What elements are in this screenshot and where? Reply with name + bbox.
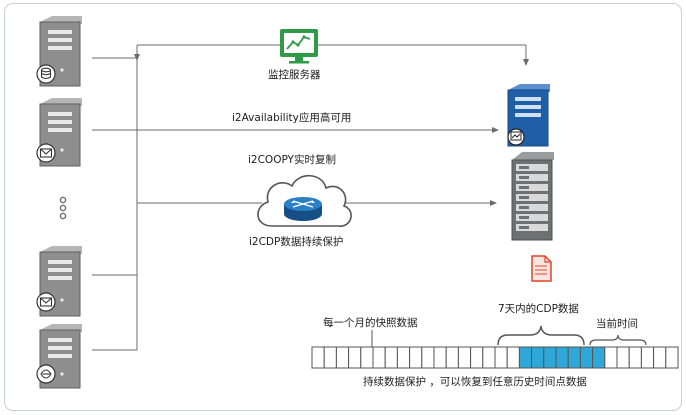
server-mail [36, 98, 82, 167]
current-time-bracket [589, 334, 647, 346]
timeline-cell [433, 346, 447, 369]
timeline-cell [311, 346, 325, 369]
timeline-cell-cdp [543, 346, 557, 369]
timeline-cell [665, 346, 679, 369]
timeline-cell [616, 346, 630, 369]
standby-server-blue [507, 84, 550, 147]
current-time-label: 当前时间 [596, 318, 638, 330]
timeline-cell-cdp [531, 346, 545, 369]
timeline-cell [653, 346, 667, 369]
timeline-cell [372, 346, 386, 369]
storage-rack [511, 152, 554, 241]
timeline-cell-cdp [592, 346, 606, 369]
timeline-cell [470, 346, 484, 369]
timeline-cell-cdp [555, 346, 569, 369]
timeline-cell-cdp [518, 346, 533, 369]
server-database [36, 16, 82, 87]
footer-caption: 持续数据保护 ，可以恢复到任意历史时间点数据 [363, 376, 587, 388]
timeline-cell-cdp [579, 346, 594, 369]
monthly-snapshot-label: 每一个月的快照数据 [323, 317, 418, 329]
timeline-cell [384, 346, 398, 369]
cdp-label: i2CDP数据持续保护 [249, 236, 344, 248]
server-web [36, 324, 82, 389]
timeline-cell [604, 346, 618, 369]
cdp-document-icon [531, 255, 552, 282]
timeline-cell [335, 346, 350, 369]
connector-lines [92, 44, 529, 351]
timeline-bar [311, 346, 679, 369]
timeline-cell [409, 346, 423, 369]
timeline-cell [445, 346, 459, 369]
availability-label: i2Availability应用高可用 [232, 112, 352, 124]
timeline-cell [482, 346, 496, 369]
seven-day-brace [497, 325, 585, 346]
timeline-cell-cdp [567, 346, 581, 369]
timeline-cell [396, 346, 411, 369]
timeline-cell [421, 346, 435, 369]
timeline-cell [494, 346, 508, 369]
server-mail-2 [36, 246, 82, 317]
timeline-cell [506, 346, 520, 369]
timeline-cell [323, 346, 337, 369]
timeline-cell [628, 346, 642, 369]
timeline-cell [360, 346, 374, 369]
timeline-cell [640, 346, 655, 369]
coopy-label: i2COOPY实时复制 [248, 154, 336, 166]
seven-days-label: 7天内的CDP数据 [498, 303, 579, 315]
monitor-server-label: 监控服务器 [268, 69, 321, 81]
ellipsis-dots [59, 196, 67, 220]
router-icon [284, 197, 322, 221]
timeline-cell [457, 346, 472, 369]
monitor-icon [280, 29, 318, 64]
timeline-cell [348, 346, 362, 369]
